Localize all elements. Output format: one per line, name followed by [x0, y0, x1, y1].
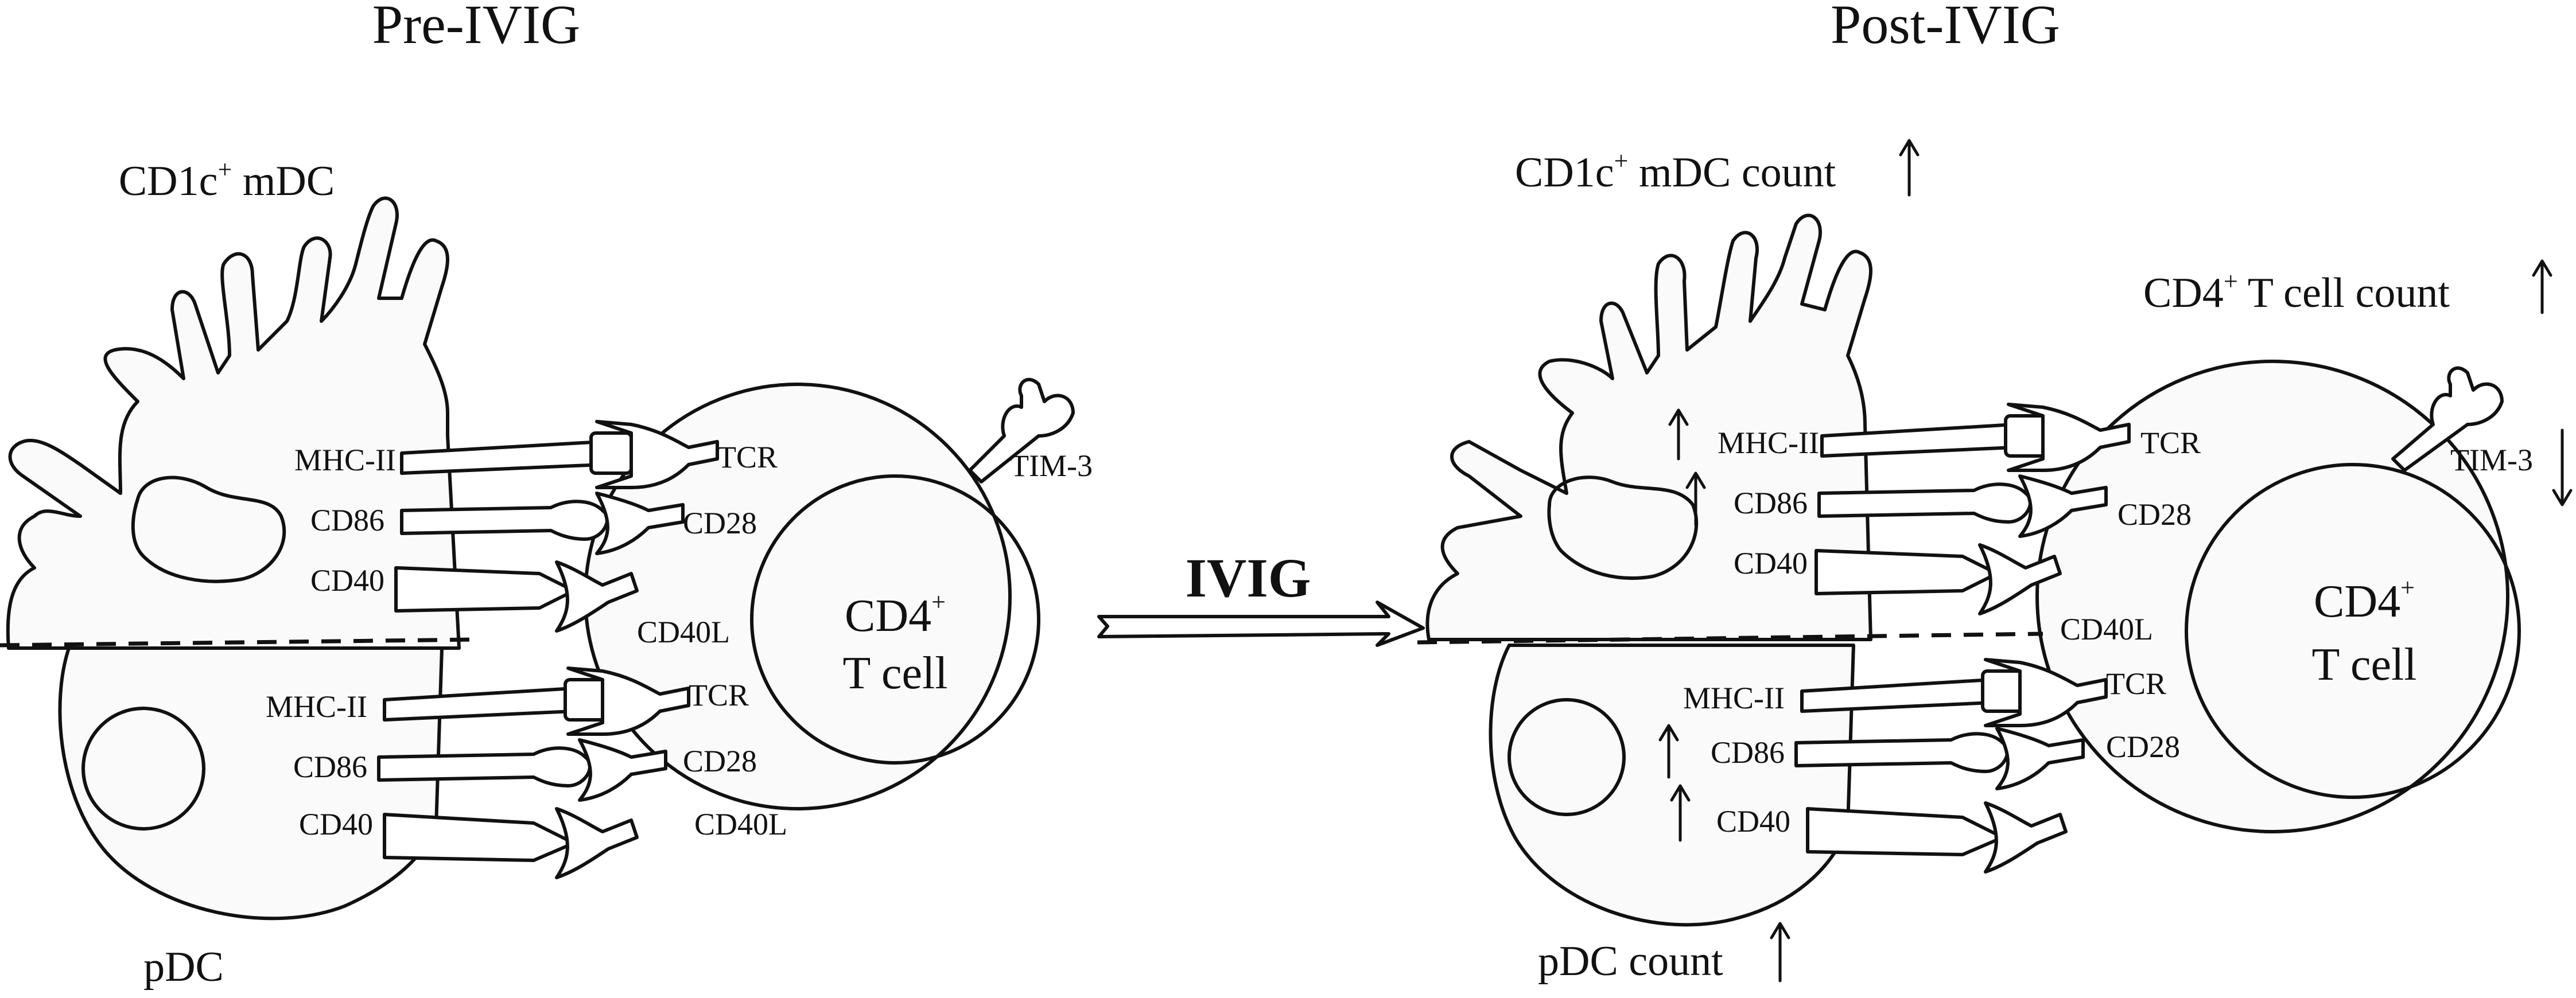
- pre-pdc-cd86-label: CD86: [293, 750, 367, 784]
- pre-mdc-cd40-molecule: [394, 566, 576, 613]
- pre-mdc-nucleus: [131, 475, 286, 583]
- pre-tcell-nucleus: [750, 474, 1040, 765]
- post-pdc-tcr-label: TCR: [2106, 666, 2166, 701]
- post-pdc-cd86-label: CD86: [1711, 735, 1785, 770]
- pre-pdc-cd40-label: CD40: [299, 807, 373, 841]
- pre-tcell-label: CD4+: [845, 588, 946, 641]
- post-pdc-cd28-label: CD28: [2106, 730, 2180, 764]
- post-divider-line: [1417, 631, 2043, 645]
- pre-panel: CD4+ T cell TIM-3 CD1c+ mDC pDC MHC-II C…: [0, 155, 1093, 991]
- pre-mdc-cd40l-receptor: [555, 560, 639, 633]
- pre-pdc-cell: [58, 646, 444, 921]
- up-arrow-icon: [1658, 724, 1679, 779]
- post-tim3-receptor: [2391, 366, 2504, 472]
- post-pdc-cd40-label: CD40: [1716, 804, 1790, 839]
- title-pre-ivig: Pre-IVIG: [372, 0, 581, 55]
- pre-pdc-nucleus: [81, 707, 205, 831]
- up-arrow-icon: [1670, 784, 1691, 842]
- post-pdc-mhc-label: MHC-II: [1683, 681, 1785, 715]
- post-tcell-label-2: T cell: [2312, 640, 2417, 690]
- title-post-ivig: Post-IVIG: [1831, 0, 2060, 55]
- post-mdc-nucleus: [1547, 475, 1699, 580]
- pre-mdc-cd86-label: CD86: [310, 503, 384, 537]
- post-pdc-nucleus: [1507, 698, 1626, 816]
- pre-mdc-cd40l-label: CD40L: [637, 615, 730, 649]
- post-mdc-mhc-head: [2004, 414, 2047, 458]
- post-mdc-cd28-receptor: [2018, 474, 2108, 538]
- pre-tim3-label: TIM-3: [1010, 449, 1093, 483]
- post-pdc-tcr-receptor: [1984, 658, 2108, 727]
- pre-divider-line: [0, 637, 477, 648]
- post-pdc-cd40-molecule: [1806, 807, 2004, 856]
- right-block-arrow-icon: [1097, 601, 1425, 647]
- up-arrow-icon: [2532, 259, 2552, 314]
- post-mdc-cd40-molecule: [1815, 549, 1999, 595]
- post-mdc-tcr-label: TCR: [2140, 426, 2201, 460]
- post-tcell-body: [2035, 360, 2509, 833]
- pre-pdc-tcr-label: TCR: [689, 678, 749, 712]
- pre-pdc-label: pDC: [143, 944, 224, 991]
- post-pdc-mhc-head: [1981, 669, 2025, 713]
- pre-mdc-mhc-label: MHC-II: [294, 443, 396, 477]
- post-mdc-cd28-label: CD28: [2117, 497, 2192, 532]
- pre-tim3-receptor: [968, 377, 1075, 484]
- post-pdc-cd40l-receptor: [1984, 801, 2068, 874]
- pre-pdc-cd40l-receptor: [555, 807, 639, 879]
- pre-pdc-cd40-molecule: [383, 813, 576, 862]
- post-tcell-label: CD4+: [2314, 574, 2415, 627]
- post-mdc-mhc-label: MHC-II: [1718, 426, 1819, 460]
- pre-mdc-tcr-receptor: [595, 420, 719, 489]
- post-mdc-cell: [1425, 213, 1872, 641]
- ivig-label: IVIG: [1186, 547, 1311, 609]
- pre-mdc-cd28-receptor: [595, 492, 685, 555]
- up-arrow-icon: [1668, 408, 1689, 461]
- up-arrow-icon: [1770, 922, 1790, 983]
- pre-tcell-label-2: T cell: [843, 648, 948, 699]
- post-pdc-count-label: pDC count: [1538, 938, 1723, 985]
- post-mdc-cd40-label: CD40: [1734, 546, 1808, 580]
- pre-pdc-cd40l-label: CD40L: [694, 807, 787, 841]
- up-arrow-icon: [1685, 471, 1706, 527]
- pre-mdc-cd28-label: CD28: [683, 506, 757, 540]
- pre-pdc-mhc-label: MHC-II: [266, 689, 367, 724]
- post-mdc-cd40l-receptor: [1978, 543, 2062, 615]
- post-mdc-count-label: CD1c+ mDC count: [1515, 147, 1836, 196]
- post-tim3-label: TIM-3: [2450, 443, 2533, 477]
- down-arrow-icon: [2552, 428, 2573, 506]
- post-tcell-count-label: CD4+ T cell count: [2143, 267, 2450, 317]
- pre-mdc-label: CD1c+ mDC: [119, 155, 335, 205]
- pre-mdc-cell: [6, 196, 461, 650]
- post-mdc-cd40l-label: CD40L: [2060, 612, 2153, 646]
- pre-mdc-tcr-label: TCR: [717, 440, 778, 474]
- pre-pdc-cd28-label: CD28: [683, 744, 757, 778]
- post-mdc-cd86-label: CD86: [1734, 486, 1808, 520]
- pre-pdc-tcr-receptor: [566, 666, 690, 736]
- post-pdc-cd28-receptor: [1995, 727, 2085, 790]
- ivig-transition: IVIG: [1097, 547, 1425, 647]
- up-arrow-icon: [1899, 139, 1920, 197]
- pre-mdc-mhc-head: [589, 431, 633, 475]
- pre-mdc-cd40-label: CD40: [310, 563, 384, 598]
- pre-pdc-mhc-head: [564, 678, 607, 722]
- post-mdc-tcr-receptor: [2007, 403, 2131, 472]
- pre-pdc-cd28-receptor: [578, 738, 667, 802]
- post-pdc-cell: [1489, 644, 1855, 927]
- post-panel: CD4+ T cell TIM-3 CD1c+ mDC count CD4+ T…: [1417, 139, 2573, 985]
- post-tcell-nucleus: [2185, 463, 2521, 799]
